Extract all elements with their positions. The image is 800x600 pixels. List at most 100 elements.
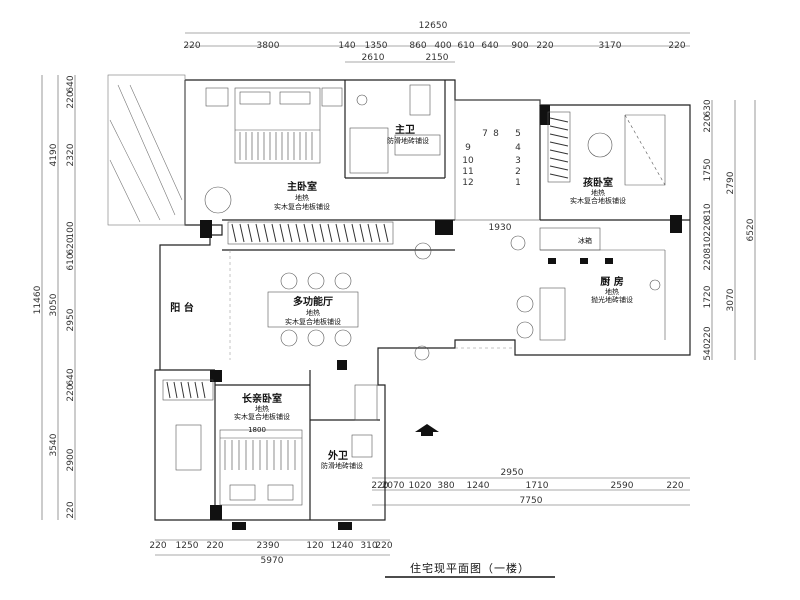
- dim-left-group: 4190: [49, 143, 59, 166]
- armchair: [204, 186, 232, 214]
- dim-bottom2: 380: [437, 481, 454, 491]
- dim-bottom: 120: [306, 541, 323, 551]
- dim-left: 100: [66, 221, 76, 238]
- kids-room-name: 孩卧室: [583, 176, 613, 189]
- dim-left-group: 3050: [49, 293, 59, 316]
- dim-right-group: 6520: [746, 218, 756, 241]
- dim-bottom2: 1710: [526, 481, 549, 491]
- stair-number: 12: [462, 178, 473, 188]
- elder-room-floor: 地热: [255, 404, 269, 413]
- dim-bottom2: 1240: [467, 481, 490, 491]
- dim-top: 3170: [599, 41, 622, 51]
- dim-top: 3800: [257, 41, 280, 51]
- dim-right: 220: [703, 115, 713, 132]
- master-bath-finish: 防滑地砖铺设: [387, 136, 429, 145]
- drawing-title: 住宅现平面图（一楼）: [385, 561, 555, 578]
- dim-top: 140: [338, 41, 355, 51]
- multi-hall-floor: 地热: [306, 308, 320, 317]
- dim-left: 2320: [66, 143, 76, 166]
- dim-bottom2: 2590: [611, 481, 634, 491]
- dim-bottom2: 2070: [382, 481, 405, 491]
- stair-number: 9: [465, 143, 471, 153]
- dim-bottom: 2390: [257, 541, 280, 551]
- dining-table: [267, 291, 359, 328]
- dim-top: 400: [434, 41, 451, 51]
- dim-right: 1750: [703, 158, 713, 181]
- dim-right: 810: [703, 203, 713, 220]
- stair-number: 11: [462, 167, 473, 177]
- dim-bottom: 220: [206, 541, 223, 551]
- dim-right: 220: [703, 219, 713, 236]
- kitchen-name: 厨 房: [600, 275, 623, 288]
- entrance-arrow-icon: [415, 424, 439, 432]
- stair-number: 5: [515, 129, 521, 139]
- dim-bottom: 310: [360, 541, 377, 551]
- dim-left: 640: [66, 368, 76, 385]
- stair-steps: 7 8 5 9 4 10 3 11 2 12 1: [462, 129, 521, 188]
- dim-bottom2: 220: [371, 481, 388, 491]
- right-dimensions: 2790 6520 3070 630 220 1750 810 220 810 …: [703, 99, 756, 360]
- dim-left: 2900: [66, 448, 76, 471]
- multi-hall-name: 多功能厅: [293, 295, 333, 308]
- dim-top: 610: [457, 41, 474, 51]
- dim-top: 220: [183, 41, 200, 51]
- structural-columns: [200, 105, 682, 530]
- dim-right: 220: [703, 253, 713, 270]
- master-bath-name: 主卫: [395, 123, 415, 136]
- dim-top-sub: 2150: [426, 53, 449, 63]
- guest-bath-finish: 防滑地砖铺设: [321, 461, 363, 470]
- dim-right-group: 3070: [726, 288, 736, 311]
- dim-right: 1720: [703, 285, 713, 308]
- dim-top: 220: [536, 41, 553, 51]
- dim-left: 220: [66, 384, 76, 401]
- dim-top: 640: [481, 41, 498, 51]
- dim-left: 220: [66, 501, 76, 518]
- dim-top: 900: [511, 41, 528, 51]
- bed-width-dim: 1800: [248, 426, 266, 434]
- dim-right: 810: [703, 236, 713, 253]
- dim-bottom: 1250: [176, 541, 199, 551]
- dim-right-group: 2790: [726, 171, 736, 194]
- dim-top-sub: 2610: [362, 53, 385, 63]
- stair-number: 10: [462, 156, 474, 166]
- guest-bath-name: 外卫: [327, 449, 348, 462]
- dim-bottom2: 220: [666, 481, 683, 491]
- stair-number: 4: [515, 143, 521, 153]
- elder-bed: [219, 429, 303, 506]
- left-dimensions: 11460 4190 3050 3540 640 220 2320 100 62…: [33, 75, 76, 520]
- stair-number: 2: [515, 167, 521, 177]
- dim-left: 610: [66, 253, 76, 270]
- furniture: [175, 84, 666, 506]
- dim-mid-right: 2950: [501, 468, 524, 478]
- master-bedroom-finish: 实木复合地板铺设: [274, 202, 330, 211]
- dim-top: 860: [409, 41, 426, 51]
- dim-right: 630: [703, 99, 713, 116]
- kitchen-finish: 抛光地砖铺设: [591, 295, 633, 304]
- fridge-label: 冰箱: [578, 236, 592, 245]
- dim-right: 540: [703, 343, 713, 360]
- dim-bottom-total: 5970: [261, 556, 284, 566]
- multi-hall-finish: 实木复合地板铺设: [285, 317, 341, 326]
- dim-top: 220: [668, 41, 685, 51]
- dim-left: 220: [66, 91, 76, 108]
- wardrobes: [162, 111, 571, 401]
- plan-title: 住宅现平面图（一楼）: [410, 561, 530, 575]
- dim-left-group: 3540: [49, 433, 59, 456]
- dim-mid-right: 1930: [489, 223, 512, 233]
- dim-bottom: 1240: [331, 541, 354, 551]
- dim-top: 1350: [365, 41, 388, 51]
- master-bedroom-floor: 地热: [295, 193, 309, 202]
- dim-left: 620: [66, 237, 76, 254]
- master-bed: [234, 87, 321, 164]
- dim-left: 640: [66, 75, 76, 92]
- stair-number: 8: [493, 129, 499, 139]
- kids-room-floor: 地热: [591, 188, 605, 197]
- balcony-name: 阳 台: [170, 301, 193, 314]
- stair-number: 7: [482, 129, 488, 139]
- dim-right: 220: [703, 326, 713, 343]
- master-bedroom-name: 主卧室: [287, 180, 317, 193]
- dim-bottom: 220: [375, 541, 392, 551]
- dim-top-total: 12650: [419, 21, 448, 31]
